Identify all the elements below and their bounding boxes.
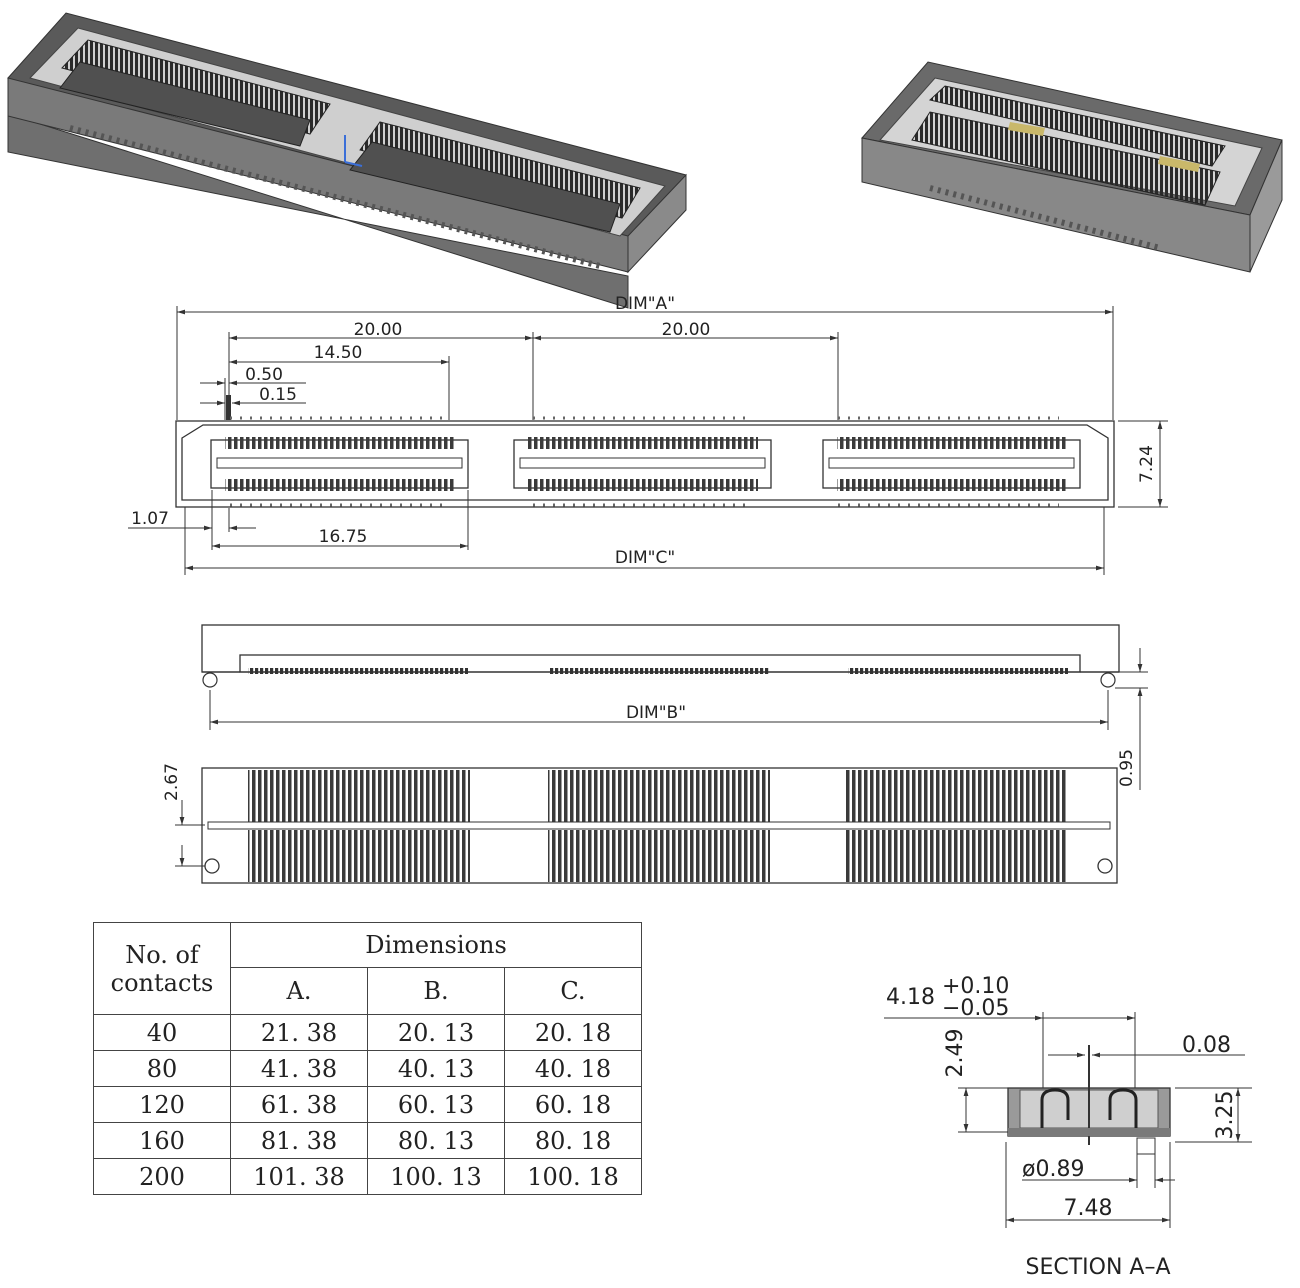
section-title: SECTION A–A (1025, 1255, 1170, 1280)
dim-a-label: DIM"A" (615, 294, 675, 314)
contacts-header-line1: No. of (125, 940, 199, 969)
cell-a: 21. 38 (230, 1014, 368, 1051)
cell-a: 101. 38 (230, 1158, 368, 1195)
cell-c: 100. 18 (504, 1158, 642, 1195)
dim-4-18-tol-minus: −0.05 (942, 996, 1009, 1021)
dimensions-header: Dimensions (230, 922, 642, 968)
col-c-header: C. (504, 967, 642, 1015)
dim-7-48: 7.48 (1064, 1196, 1113, 1221)
contacts-header: No. of contacts (93, 922, 231, 1015)
table-header-row: No. of contacts Dimensions (93, 922, 642, 1015)
cell-c: 40. 18 (504, 1050, 642, 1087)
contacts-header-line2: contacts (110, 968, 214, 997)
cell-b: 80. 13 (367, 1122, 505, 1159)
dim-0-50: 0.50 (245, 365, 283, 385)
cell-b: 60. 13 (367, 1086, 505, 1123)
connector-3d-render-right (861, 61, 1283, 273)
cell-contacts: 160 (93, 1122, 231, 1159)
cell-a: 41. 38 (230, 1050, 368, 1087)
dim-14-50: 14.50 (314, 343, 363, 363)
dim-0-89: ø0.89 (1022, 1157, 1084, 1182)
cell-contacts: 80 (93, 1050, 231, 1087)
dim-2-49: 2.49 (943, 1029, 968, 1078)
dim-1-07: 1.07 (131, 509, 169, 529)
dim-2-67: 2.67 (162, 763, 182, 801)
dimensions-table: No. of contacts Dimensions A. B. C. 40 2… (93, 922, 642, 1195)
col-a-header: A. (230, 967, 368, 1015)
top-slot-2 (513, 437, 772, 491)
dim-0-08: 0.08 (1182, 1033, 1231, 1058)
dim-b-label: DIM"B" (626, 703, 686, 723)
dim-3-25: 3.25 (1213, 1091, 1238, 1140)
dim-4-18: 4.18 (886, 985, 935, 1010)
cell-c: 60. 18 (504, 1086, 642, 1123)
cell-b: 100. 13 (367, 1158, 505, 1195)
top-slot-1 (210, 437, 469, 491)
cell-contacts: 200 (93, 1158, 231, 1195)
cell-a: 61. 38 (230, 1086, 368, 1123)
dim-16-75: 16.75 (319, 527, 368, 547)
table-row: 120 61. 38 60. 13 60. 18 (93, 1086, 642, 1123)
table-subheader-row: A. B. C. (94, 967, 642, 1015)
dim-7-24: 7.24 (1137, 445, 1157, 483)
dim-0-95: 0.95 (1117, 749, 1137, 787)
cell-b: 20. 13 (367, 1014, 505, 1051)
cell-a: 81. 38 (230, 1122, 368, 1159)
dim-pitch-right: 20.00 (662, 320, 711, 340)
table-row: 40 21. 38 20. 13 20. 18 (93, 1014, 642, 1051)
table-row: 160 81. 38 80. 13 80. 18 (93, 1122, 642, 1159)
col-b-header: B. (367, 967, 505, 1015)
dim-c-label: DIM"C" (615, 548, 675, 568)
table-row: 200 101. 38 100. 13 100. 18 (93, 1158, 642, 1195)
top-view: DIM"A" 20.00 20.00 14.50 0.50 0.15 (128, 294, 1168, 575)
dim-pitch-left: 20.00 (354, 320, 403, 340)
dim-0-15: 0.15 (259, 385, 297, 405)
bottom-view: 2.67 (162, 763, 1118, 884)
table-row: 80 41. 38 40. 13 40. 18 (93, 1050, 642, 1087)
cell-b: 40. 13 (367, 1050, 505, 1087)
cell-c: 20. 18 (504, 1014, 642, 1051)
top-slot-3 (822, 437, 1081, 491)
cell-contacts: 40 (93, 1014, 231, 1051)
dim-4-18-tol-plus: +0.10 (942, 974, 1009, 999)
section-view: 4.18 +0.10 −0.05 0.08 2.49 3.25 (884, 974, 1252, 1280)
cell-c: 80. 18 (504, 1122, 642, 1159)
cell-contacts: 120 (93, 1086, 231, 1123)
connector-3d-render-left (7, 12, 687, 309)
side-view: DIM"B" 0.95 (201, 624, 1148, 790)
